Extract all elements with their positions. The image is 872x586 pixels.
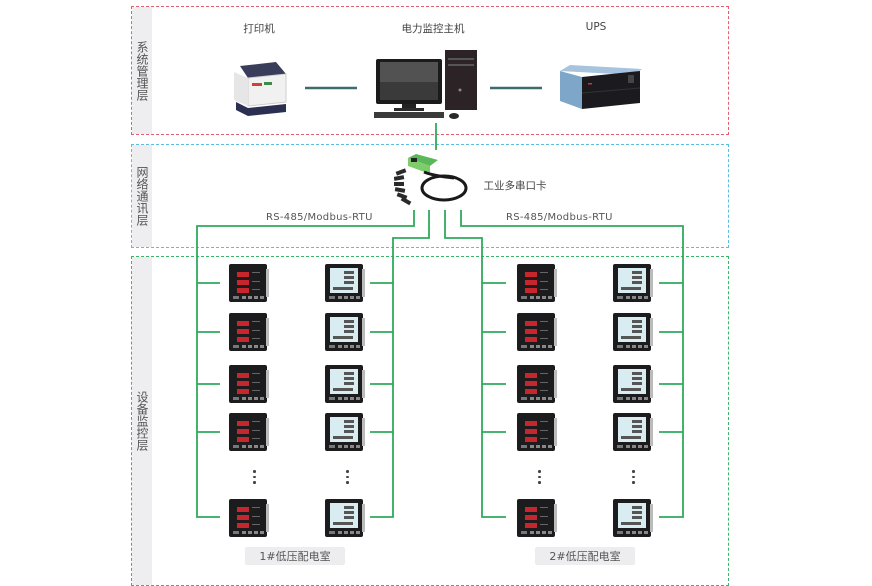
- serial-card-icon: [394, 154, 468, 206]
- lcd-power-meter-icon: [324, 412, 366, 456]
- more-meters-indicator: [538, 470, 541, 487]
- lcd-power-meter-icon: [612, 498, 654, 542]
- bus-2-left: [370, 210, 430, 518]
- led-power-meter-icon: [516, 498, 558, 542]
- room-label-2: 2#低压配电室: [535, 547, 635, 565]
- ups-icon: [560, 65, 642, 109]
- printer-label: 打印机: [243, 23, 275, 35]
- led-power-meter-icon: [228, 412, 270, 456]
- room-label-1: 1#低压配电室: [245, 547, 345, 565]
- system-management-layer: 系统管理层: [131, 6, 729, 135]
- protocol-label-right: RS-485/Modbus-RTU: [506, 212, 613, 223]
- led-power-meter-icon: [228, 498, 270, 542]
- lcd-power-meter-icon: [612, 364, 654, 408]
- serial-card-label: 工业多串口卡: [483, 180, 547, 192]
- rs485-bus-wires: [196, 210, 684, 518]
- layer-label-system: 系统管理层: [132, 7, 152, 134]
- led-power-meter-icon: [516, 312, 558, 356]
- lcd-power-meter-icon: [324, 364, 366, 408]
- computer-icon: [374, 50, 477, 119]
- bus-3-right: [444, 210, 506, 518]
- led-power-meter-icon: [228, 364, 270, 408]
- lcd-power-meter-icon: [612, 412, 654, 456]
- bus-4-taps: [659, 282, 683, 433]
- more-meters-indicator: [253, 470, 256, 487]
- lcd-power-meter-icon: [324, 312, 366, 356]
- more-meters-indicator: [346, 470, 349, 487]
- bus-1-taps: [197, 282, 220, 433]
- bus-3-taps: [482, 282, 506, 433]
- host-label: 电力监控主机: [401, 23, 465, 35]
- bus-1-left: [196, 210, 415, 518]
- network-communication-layer: 网络通讯层: [131, 144, 729, 248]
- led-power-meter-icon: [516, 263, 558, 307]
- bus-2-taps: [370, 282, 393, 433]
- bus-4-right: [460, 210, 684, 518]
- led-power-meter-icon: [516, 412, 558, 456]
- lcd-power-meter-icon: [612, 312, 654, 356]
- more-meters-indicator: [632, 470, 635, 487]
- led-power-meter-icon: [228, 263, 270, 307]
- layer-label-device: 设备监控层: [132, 257, 152, 585]
- lcd-power-meter-icon: [324, 263, 366, 307]
- layer-label-network: 网络通讯层: [132, 145, 152, 247]
- led-power-meter-icon: [516, 364, 558, 408]
- lcd-power-meter-icon: [324, 498, 366, 542]
- lcd-power-meter-icon: [612, 263, 654, 307]
- led-power-meter-icon: [228, 312, 270, 356]
- protocol-label-left: RS-485/Modbus-RTU: [266, 212, 373, 223]
- ups-label: UPS: [585, 21, 607, 33]
- printer-icon: [234, 62, 287, 116]
